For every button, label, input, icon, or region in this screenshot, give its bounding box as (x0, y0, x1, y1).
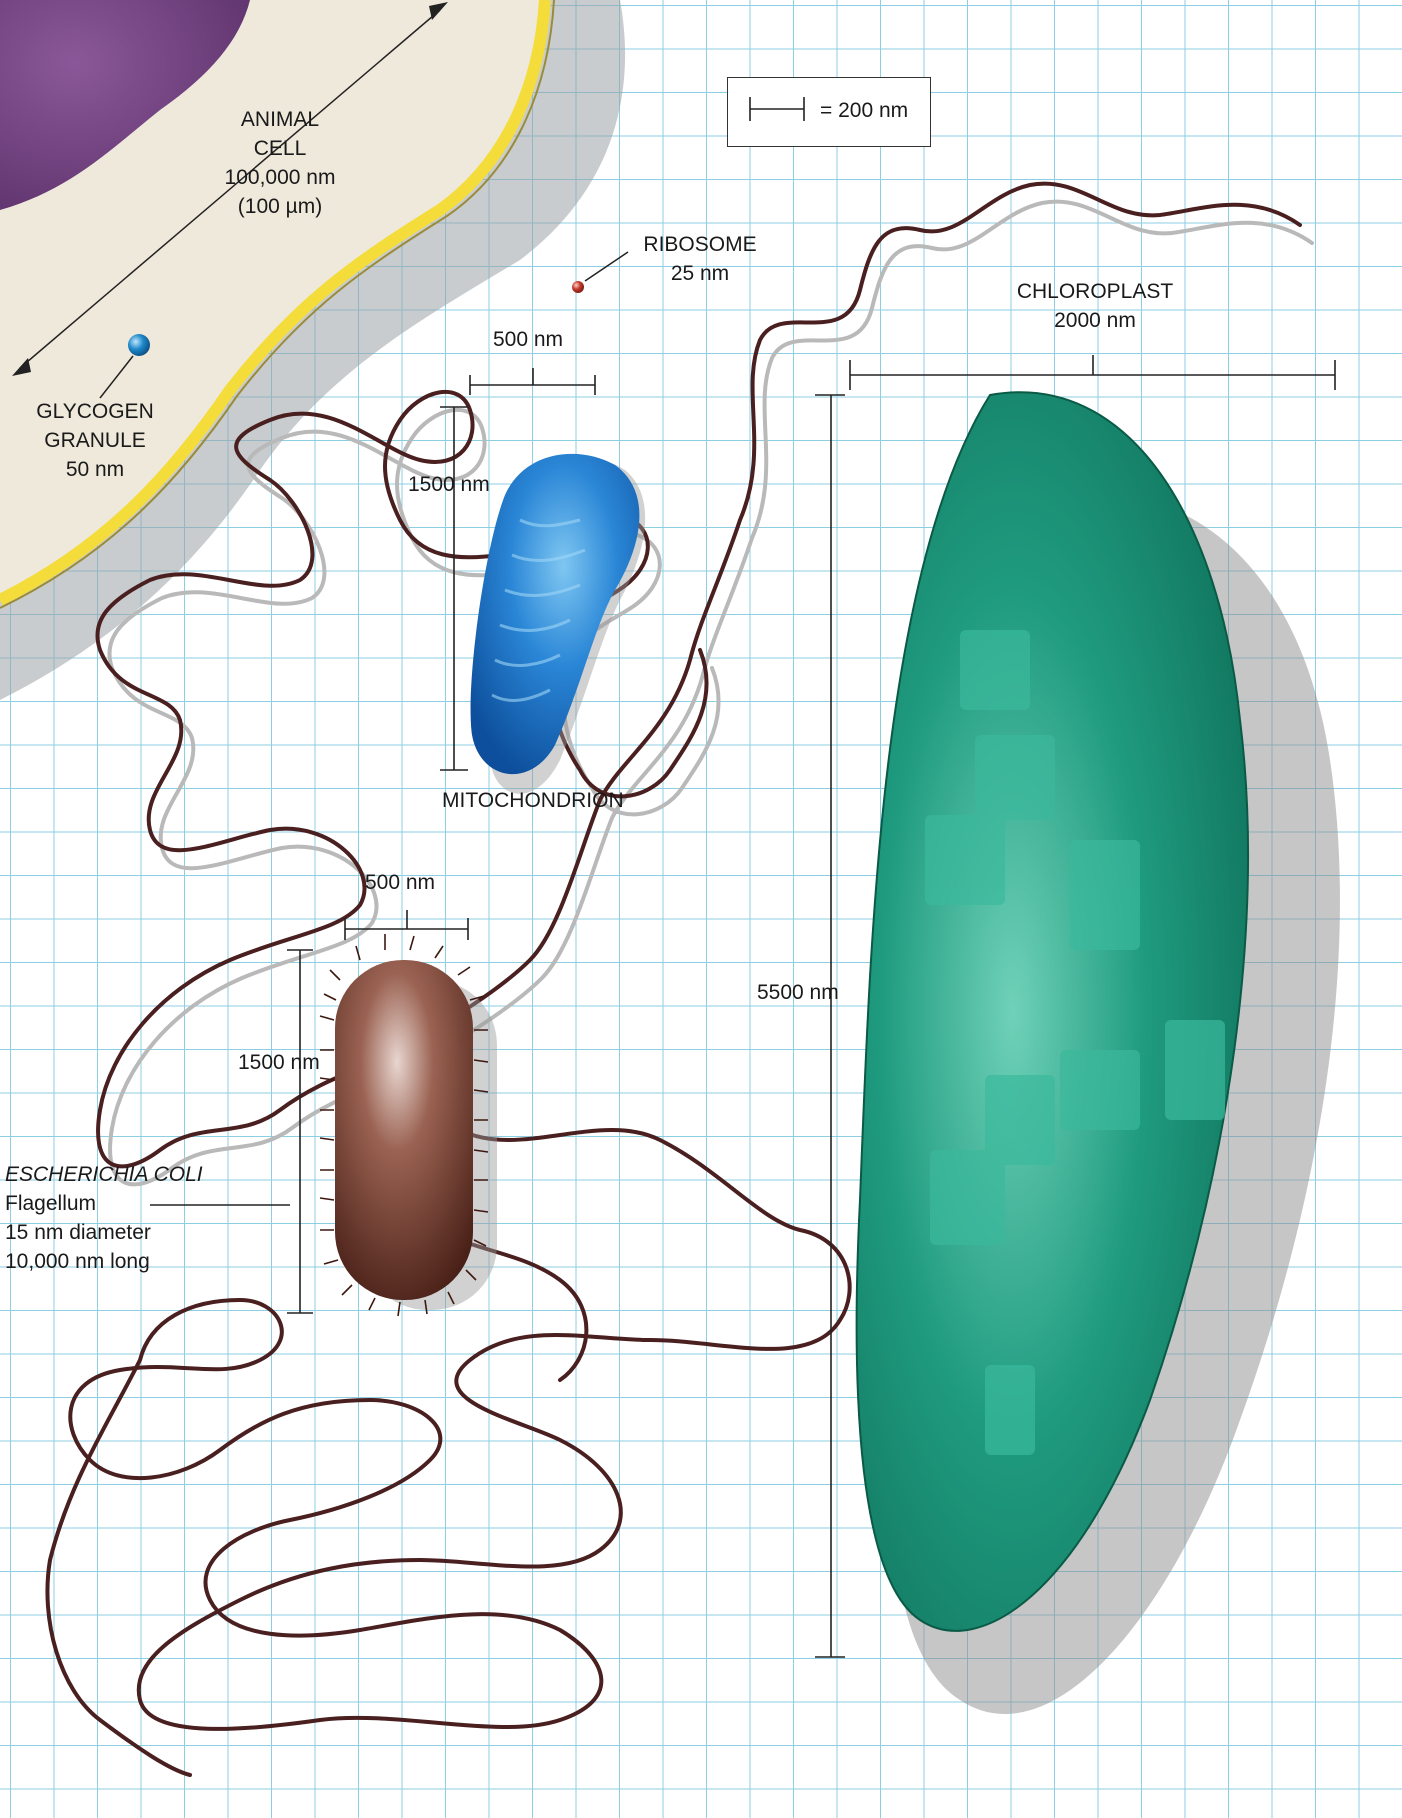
ribosome-line1: RIBOSOME (630, 230, 770, 259)
chloroplast-width: 2000 nm (1010, 306, 1180, 335)
animal-cell-line2: CELL (205, 134, 355, 163)
ecoli-label: ESCHERICHIA COLI Flagellum 15 nm diamete… (5, 1160, 203, 1276)
ribosome-line2: 25 nm (630, 259, 770, 288)
mitochondrion-width-label: 500 nm (493, 325, 563, 354)
ecoli-width-label: 500 nm (365, 868, 435, 897)
chloroplast-length-label: 5500 nm (757, 978, 839, 1007)
flagellum-length: 10,000 nm long (5, 1247, 203, 1276)
ecoli-length-label: 1500 nm (238, 1048, 320, 1077)
mitochondrion-label: MITOCHONDRION (442, 786, 624, 815)
glycogen-granule (128, 334, 150, 356)
glycogen-line2: GRANULE (30, 426, 160, 455)
ribosome-label: RIBOSOME 25 nm (630, 230, 770, 288)
scale-bar-icon (748, 91, 818, 131)
flagellum-diameter: 15 nm diameter (5, 1218, 203, 1247)
ecoli-name: ESCHERICHIA COLI (5, 1160, 203, 1189)
glycogen-line1: GLYCOGEN (30, 397, 160, 426)
ecoli-body (335, 960, 473, 1300)
animal-cell-line1: ANIMAL (205, 105, 355, 134)
scale-key: = 200 nm (727, 77, 931, 147)
glycogen-line3: 50 nm (30, 455, 160, 484)
animal-cell-line4: (100 µm) (205, 192, 355, 221)
animal-cell-line3: 100,000 nm (205, 163, 355, 192)
chloroplast-name: CHLOROPLAST (1010, 277, 1180, 306)
glycogen-label: GLYCOGEN GRANULE 50 nm (30, 397, 160, 484)
scale-key-label: = 200 nm (820, 96, 908, 125)
animal-cell-label: ANIMAL CELL 100,000 nm (100 µm) (205, 105, 355, 221)
ribosome (572, 281, 584, 293)
chloroplast-label: CHLOROPLAST 2000 nm (1010, 277, 1180, 335)
flagellum-label: Flagellum (5, 1189, 203, 1218)
mitochondrion-length-label: 1500 nm (408, 470, 490, 499)
